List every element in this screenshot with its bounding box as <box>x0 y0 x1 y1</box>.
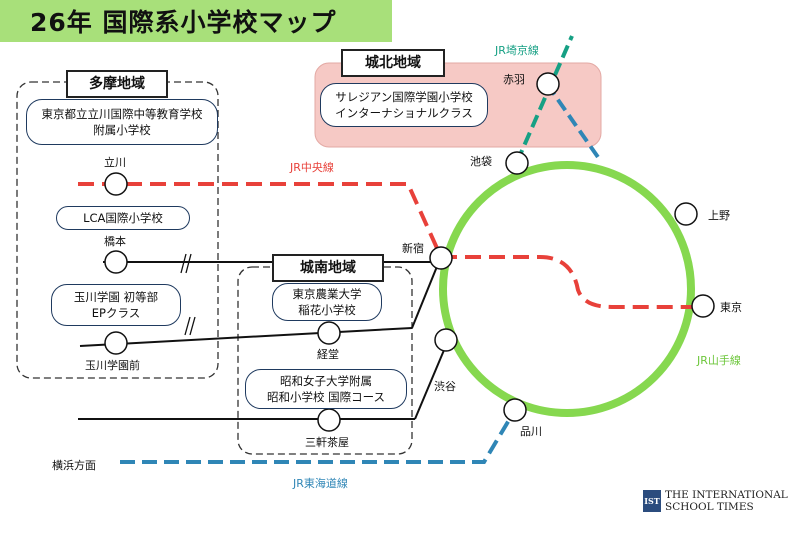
region-label-johoku: 城北地域 <box>341 49 445 77</box>
station-label-shinjuku: 新宿 <box>402 242 424 255</box>
station-tokyo[interactable] <box>691 294 715 318</box>
station-hashimoto[interactable] <box>104 250 128 274</box>
station-ikebukuro[interactable] <box>505 151 529 175</box>
saikyo-line <box>515 35 574 163</box>
station-label-ikebukuro: 池袋 <box>470 155 492 168</box>
school-name-line2: EPクラス <box>91 306 141 320</box>
line-label-tokaido: JR東海道線 <box>293 477 348 490</box>
station-label-tokyo: 東京 <box>720 301 742 314</box>
station-akabane[interactable] <box>536 72 560 96</box>
station-shinagawa[interactable] <box>503 398 527 422</box>
logo-line2: SCHOOL TIMES <box>665 501 754 513</box>
station-label-kyodo: 経堂 <box>317 348 339 361</box>
station-tachikawa[interactable] <box>104 172 128 196</box>
station-label-ueno: 上野 <box>708 209 730 222</box>
chuo-line <box>78 182 443 258</box>
saikyo-shonan-branch <box>545 82 602 162</box>
chuo-line-east <box>441 255 700 309</box>
yamanote-line <box>439 161 695 417</box>
logo-line1: THE INTERNATIONAL <box>665 489 788 501</box>
school-name-line2: 昭和小学校 国際コース <box>266 390 386 404</box>
title-banner <box>0 0 392 42</box>
station-label-shinagawa: 品川 <box>520 425 542 438</box>
station-kyodo[interactable] <box>317 321 341 345</box>
station-label-hashimoto: 橋本 <box>104 235 126 248</box>
school-name-line1: 東京農業大学 <box>292 287 362 301</box>
line-label-yamanote: JR山手線 <box>697 354 741 367</box>
page-title: 26年 国際系小学校マップ <box>30 8 337 37</box>
school-showa[interactable]: 昭和女子大学附属 昭和小学校 国際コース <box>245 369 407 409</box>
school-name: LCA国際小学校 <box>83 211 163 225</box>
station-sangenjaya[interactable] <box>317 408 341 432</box>
line-break-mark-keio <box>180 253 192 274</box>
station-shibuya[interactable] <box>434 328 458 352</box>
school-name-line2: インターナショナルクラス <box>335 106 473 120</box>
school-tokyo-nodai[interactable]: 東京農業大学 稲花小学校 <box>272 283 382 321</box>
region-label-jonan: 城南地域 <box>272 254 384 282</box>
odakyu-line <box>79 327 413 347</box>
school-tamagawa[interactable]: 玉川学園 初等部 EPクラス <box>51 284 181 326</box>
station-label-tachikawa: 立川 <box>104 156 126 169</box>
school-lca[interactable]: LCA国際小学校 <box>56 206 190 230</box>
odakyu-link <box>411 263 439 329</box>
direction-label-yokohama: 横浜方面 <box>52 459 96 472</box>
school-name-line1: 玉川学園 初等部 <box>73 290 159 304</box>
school-name-line1: 東京都立立川国際中等教育学校 <box>41 107 203 121</box>
school-tachikawa-kokusai[interactable]: 東京都立立川国際中等教育学校 附属小学校 <box>26 99 218 145</box>
ist-logo-mark: IST <box>643 490 661 512</box>
station-ueno[interactable] <box>674 202 698 226</box>
station-label-shibuya: 渋谷 <box>434 380 456 393</box>
school-name-line2: 附属小学校 <box>93 123 151 137</box>
station-label-tamagawagakuenmae: 玉川学園前 <box>85 359 140 372</box>
school-salesian[interactable]: サレジアン国際学園小学校 インターナショナルクラス <box>320 83 488 127</box>
line-label-chuo: JR中央線 <box>290 161 334 174</box>
line-break-mark-odakyu <box>184 316 196 336</box>
line-label-saikyo: JR埼京線 <box>495 44 539 57</box>
tokaido-line <box>120 408 517 464</box>
ist-logo-text: THE INTERNATIONAL SCHOOL TIMES <box>665 489 788 513</box>
station-label-akabane: 赤羽 <box>503 73 525 86</box>
school-name-line1: サレジアン国際学園小学校 <box>335 90 473 104</box>
denentoshi-link <box>414 342 448 420</box>
station-label-sangenjaya: 三軒茶屋 <box>305 436 349 449</box>
school-name-line1: 昭和女子大学附属 <box>280 374 372 388</box>
station-tamagawagakuenmae[interactable] <box>104 331 128 355</box>
station-shinjuku[interactable] <box>429 246 453 270</box>
region-label-tama: 多摩地域 <box>66 70 168 98</box>
school-name-line2: 稲花小学校 <box>298 303 356 317</box>
